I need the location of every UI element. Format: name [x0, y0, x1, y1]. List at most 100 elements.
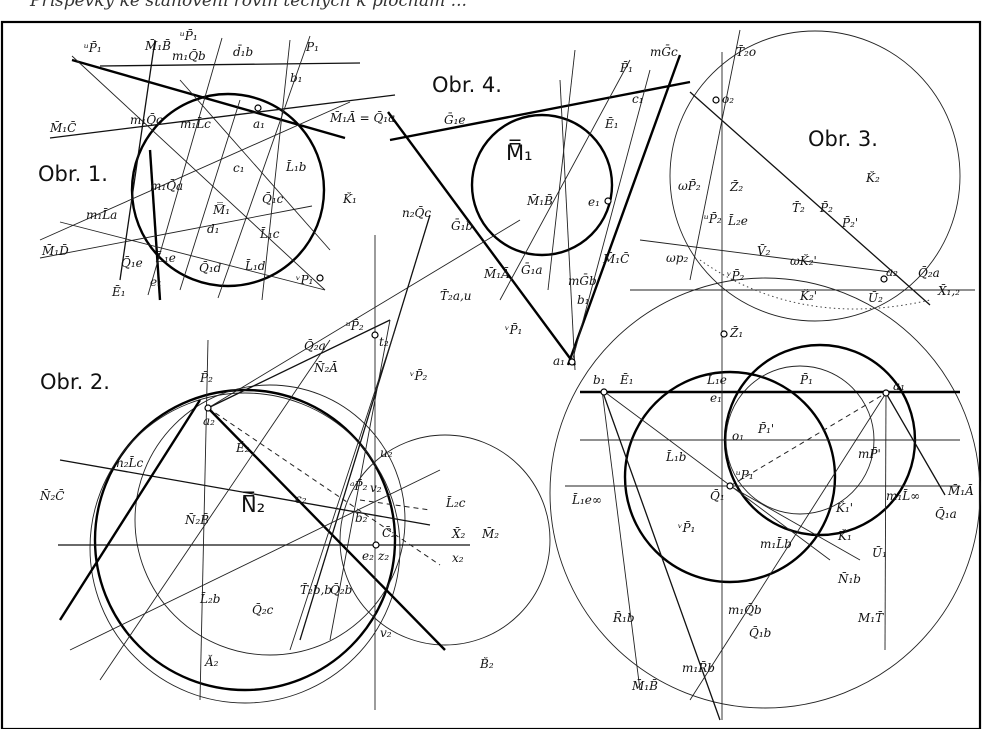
label: N̄₂B̄: [184, 512, 209, 527]
label: L̄₂b: [199, 591, 220, 606]
label: Z̄₁: [729, 325, 743, 340]
title-fig2: Obr. 2.: [40, 370, 110, 394]
label: m₁L̄a: [86, 207, 117, 222]
label: L̄₁c: [259, 226, 280, 241]
label: m₁L̄∞: [886, 488, 920, 503]
page-header: Příspěvky ke stanovení rovin tečných k p…: [30, 0, 467, 11]
label: X̄₂: [451, 526, 466, 541]
label: e₁: [150, 275, 162, 289]
label: m₁L̄b: [760, 536, 792, 551]
label: K̆₂: [865, 170, 880, 185]
label: m₁Q̄a: [150, 178, 183, 193]
label: M̄₁Ā: [483, 266, 510, 281]
label: ᵘP̄₁: [180, 28, 198, 43]
label: Q̄₁: [710, 488, 725, 503]
label: P₁: [305, 40, 319, 54]
label: b₂: [355, 511, 368, 525]
label: z₂: [377, 549, 389, 563]
label: Ḡ₁a: [521, 262, 543, 277]
label: X̄₁,₂: [937, 283, 960, 298]
label: P̄₂: [199, 370, 213, 385]
figure-3: [549, 29, 981, 721]
label: N̄₁b: [837, 571, 861, 586]
label: a₂: [886, 265, 898, 279]
label: x₂: [452, 551, 464, 565]
label: m₁L̄c: [180, 116, 211, 131]
label: mḠc: [650, 44, 678, 59]
label: Ḡ₁e: [444, 112, 466, 127]
label: P̄₁: [619, 60, 633, 75]
label: Q̄₁e: [121, 255, 143, 270]
label: mḠb: [568, 273, 597, 288]
label: m₁Q̄b: [172, 48, 206, 63]
label: Q̄₁c: [262, 191, 284, 206]
label: P̄₁': [757, 421, 774, 436]
label: C̄₂: [382, 525, 396, 540]
label: M̄₁B̄: [144, 38, 171, 53]
title-fig1: Obr. 1.: [38, 162, 108, 186]
label: P̄₂: [819, 200, 833, 215]
figure-2: [58, 214, 551, 710]
label: M̄₁Ā = Q̄₁a: [329, 110, 395, 125]
label: e₁: [588, 195, 600, 209]
label: Ē₂: [235, 440, 250, 455]
label: m₁R̄b: [682, 660, 715, 675]
label: Q̄₁b: [749, 625, 771, 640]
label: M̄₁B̄: [526, 193, 553, 208]
plate-frame: [0, 20, 982, 729]
label: V̄₂: [757, 243, 771, 258]
label: L̄₁e∞: [571, 492, 602, 507]
label: ᵛP₁: [295, 273, 313, 287]
label: M̄₁B̄: [631, 678, 658, 693]
label: T̄₂o: [736, 44, 756, 59]
label: M̄₁C̄: [602, 251, 629, 266]
label: v₂: [370, 481, 382, 495]
label: L̄₁e: [706, 372, 727, 387]
label: m₁Q̄c: [130, 112, 163, 127]
label: e₁: [710, 391, 722, 405]
circle-k1: [623, 370, 837, 584]
label: T̄₂a,u: [440, 288, 472, 303]
circle-k2: [669, 30, 961, 322]
label: b₁: [593, 373, 606, 387]
label: T̄₂: [792, 200, 805, 215]
label: N̄₂C̄: [39, 488, 65, 503]
label: L̄₁d: [244, 258, 266, 273]
label: Q̄₁d: [199, 260, 222, 275]
label: N̄₂Ā: [313, 360, 338, 375]
label: d₁: [207, 222, 220, 236]
label: Q̄₂b: [330, 582, 352, 597]
label: L̄₂c: [445, 495, 466, 510]
circle-n2: [93, 388, 397, 692]
label: Ē₁: [111, 284, 126, 299]
circle-big: [549, 277, 981, 709]
label: M̄₂: [481, 526, 499, 541]
label: ᵛP̄₁: [504, 322, 522, 337]
label: M̄₁D̄: [41, 243, 69, 258]
label: n₂Q̄c: [402, 205, 431, 220]
label: ωK̆₂': [790, 253, 817, 268]
figure-1: [39, 35, 396, 301]
label: Q̄₂c: [252, 602, 274, 617]
label: Ḡ₁b: [451, 218, 473, 233]
label: L̄₁b: [285, 159, 306, 174]
label: v₂: [380, 626, 392, 640]
label: Ū₂: [868, 290, 883, 305]
label: L̄₁e: [155, 250, 176, 265]
label: ᵃP̄₂: [350, 478, 368, 493]
labels-figure-3: T̄₂o o₂ K̆₂ ωP̄₂ Z̄₂ T̄₂ P̄₂ P̄₂' ᵘP̄₂ L…: [571, 44, 974, 693]
label: M₁T̄: [857, 610, 884, 625]
label: T̄₂b,b: [300, 582, 332, 597]
label: ωp₂: [666, 251, 688, 265]
label: ᵛP̄₂: [409, 368, 428, 383]
label: c₁: [233, 161, 245, 175]
label: m₁Q̄b: [728, 602, 762, 617]
label: Q̄₂a: [918, 265, 940, 280]
label: ᵘP̄₂: [346, 318, 364, 333]
label: P̄₂': [841, 215, 858, 230]
label: B̆₂: [479, 656, 494, 671]
label: ωP̄₂: [678, 178, 701, 193]
title-fig4: Obr. 4.: [432, 73, 502, 97]
label: N̿₂: [241, 491, 265, 517]
